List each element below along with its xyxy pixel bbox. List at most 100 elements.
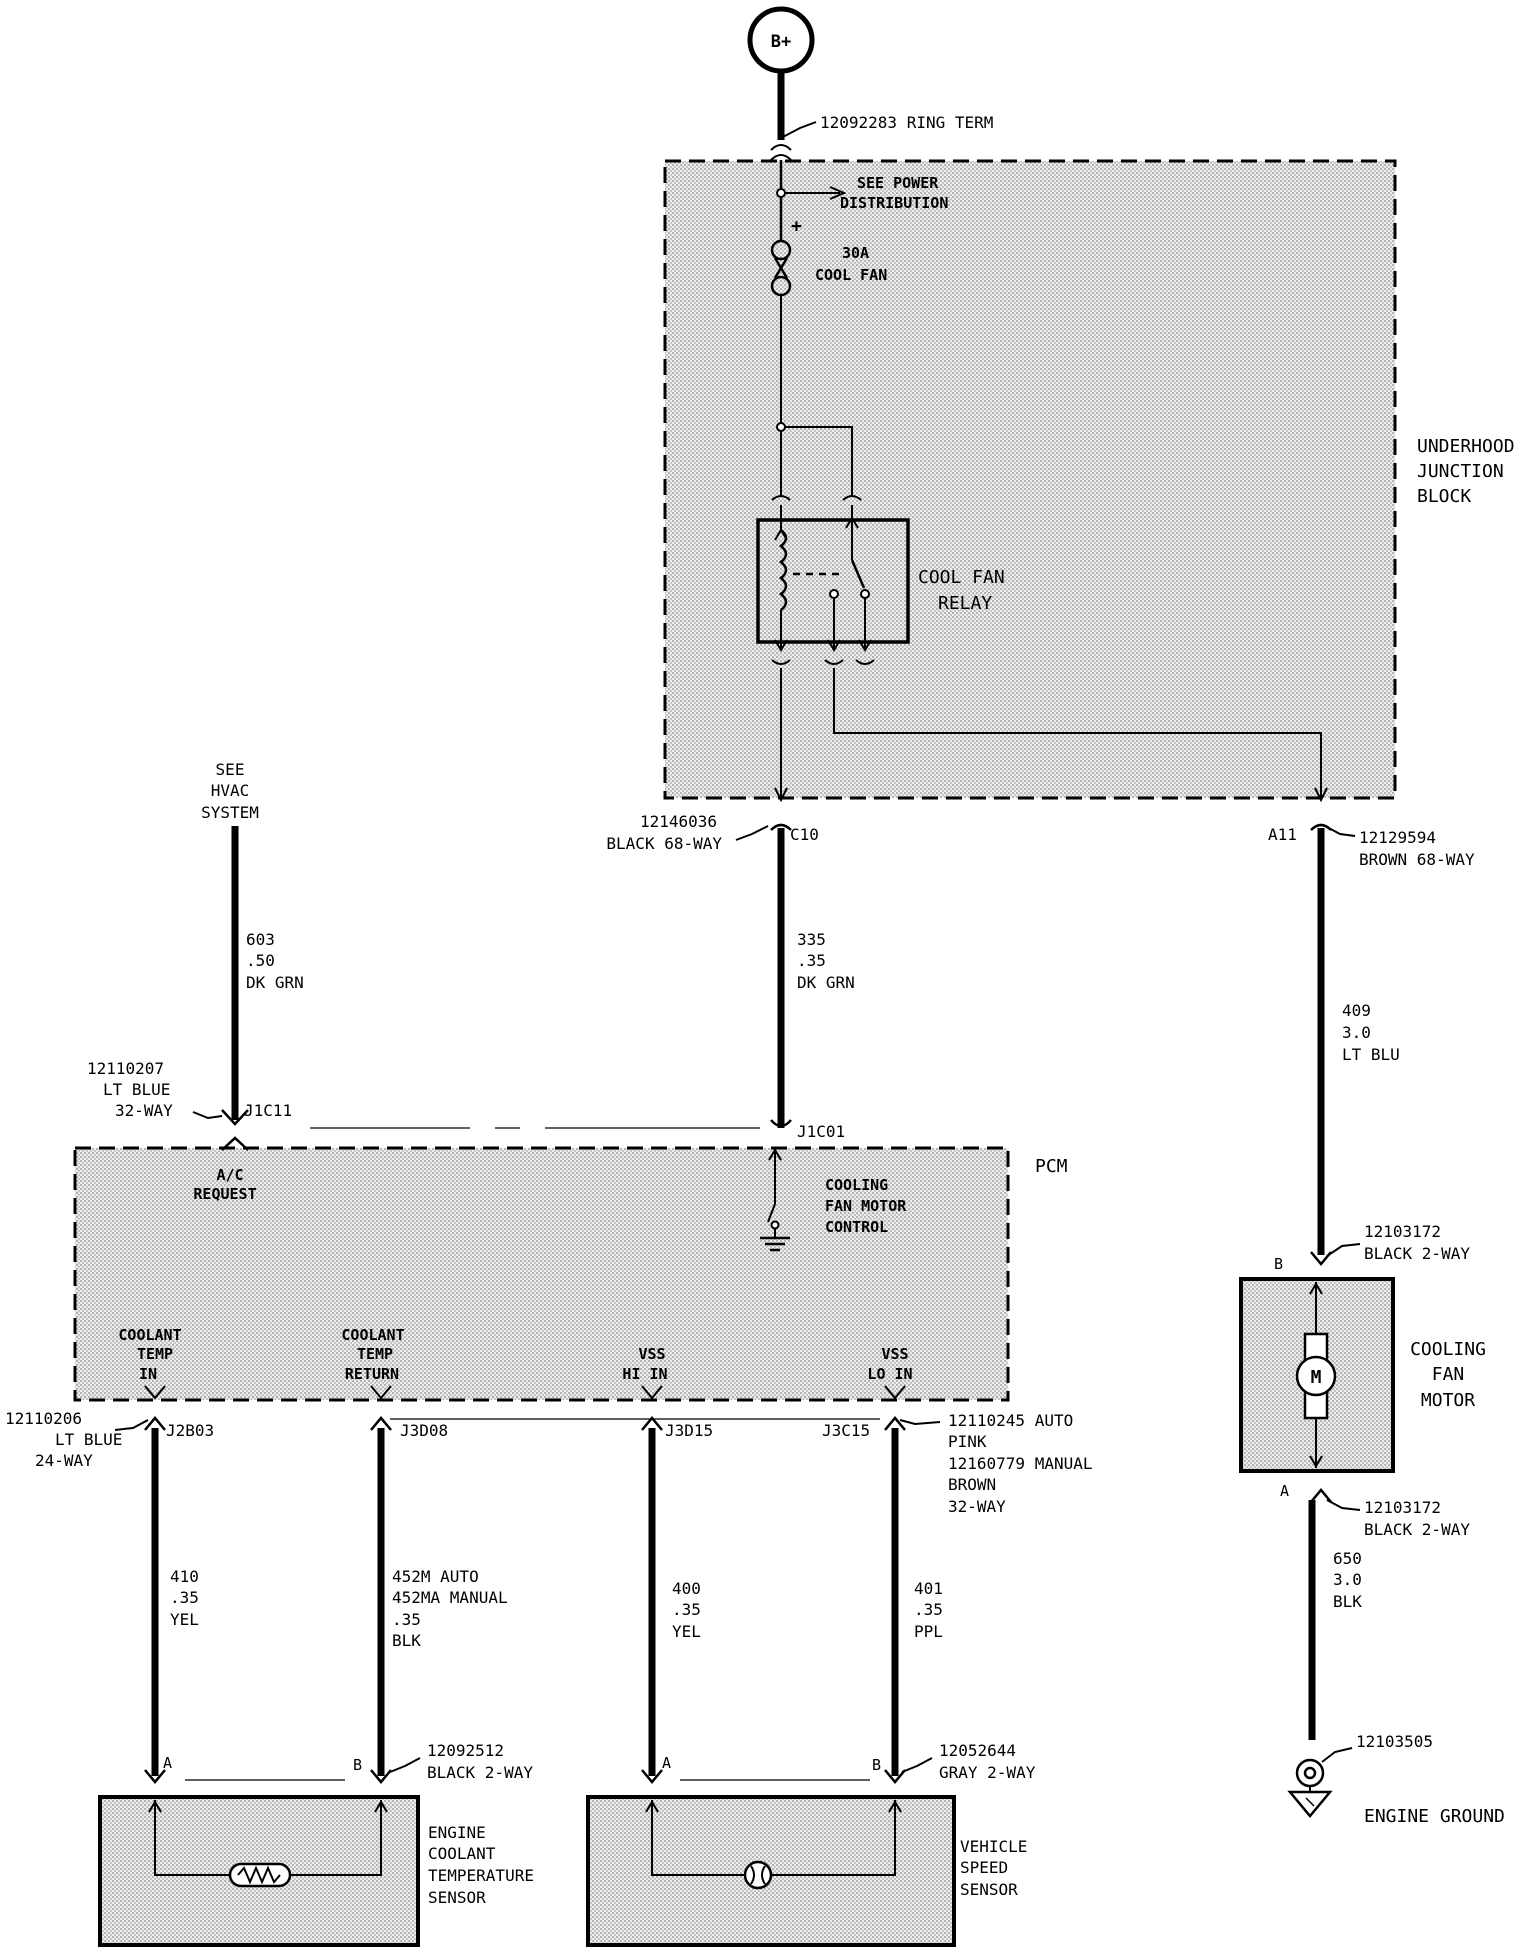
speed-sensor-coil-icon <box>743 1860 773 1890</box>
ct-in-2: TEMP <box>137 1345 173 1363</box>
cfm-control-2: FAN MOTOR <box>825 1197 907 1215</box>
vss-label-1: VEHICLE <box>960 1837 1027 1856</box>
wire-410-gauge: .35 <box>170 1588 199 1607</box>
j3d08-pin: J3D08 <box>400 1421 448 1440</box>
ect-pin-b: B <box>353 1756 362 1774</box>
wire-401-gauge: .35 <box>914 1600 943 1619</box>
motor-label-2: FAN <box>1432 1364 1465 1385</box>
j1c11-pin: J1C11 <box>244 1101 292 1120</box>
wire-410-color: YEL <box>170 1610 199 1629</box>
fuse-plus-sign: + <box>791 216 802 237</box>
wire-400-num: 400 <box>672 1579 701 1598</box>
vss-hi-1: VSS <box>638 1345 665 1363</box>
wire-409-gauge: 3.0 <box>1342 1023 1371 1042</box>
engine-coolant-temperature-sensor <box>98 1795 420 1947</box>
ct-ret-2: TEMP <box>357 1345 393 1363</box>
ct-in-3: IN <box>139 1365 157 1383</box>
see-power-2: DISTRIBUTION <box>840 194 948 212</box>
fuse-label-1: 30A <box>842 244 869 262</box>
battery-source: B+ <box>747 6 815 140</box>
wire-650-color: BLK <box>1333 1592 1362 1611</box>
wire-452-num: 452M AUTO <box>392 1567 479 1586</box>
motor-a-part-1: 12103172 <box>1364 1498 1441 1517</box>
ect-label-4: SENSOR <box>428 1888 486 1907</box>
ct-ret-3: RETURN <box>345 1365 399 1383</box>
vss-label-2: SPEED <box>960 1858 1008 1877</box>
motor-b-part-1: 12103172 <box>1364 1222 1441 1241</box>
pcm-module <box>73 1146 1010 1402</box>
engine-ground-icon <box>1287 1758 1333 1818</box>
cooling-fan-switch-icon <box>760 1148 790 1252</box>
a11-part-2: BROWN 68-WAY <box>1359 850 1475 869</box>
wire-603-num: 603 <box>246 930 275 949</box>
motor-symbol: M <box>1311 1367 1322 1388</box>
wire-603-gauge: .50 <box>246 951 275 970</box>
motor-pin-b: B <box>1274 1255 1283 1273</box>
relay-label-2: RELAY <box>938 593 992 614</box>
wire-452-gauge: .35 <box>392 1610 421 1629</box>
underhood-junction-block <box>663 159 1397 800</box>
wire-452-alt: 452MA MANUAL <box>392 1588 508 1607</box>
c10-part-1: 12146036 <box>640 812 717 831</box>
wire-401-num: 401 <box>914 1579 943 1598</box>
thermistor-icon <box>228 1862 292 1888</box>
see-power-1: SEE POWER <box>857 174 939 192</box>
wire-335-num: 335 <box>797 930 826 949</box>
vss-lo-1: VSS <box>881 1345 908 1363</box>
j1c-part-1: 12110207 <box>87 1059 164 1078</box>
a11-part-1: 12129594 <box>1359 828 1436 847</box>
vss-conn-1: 12052644 <box>939 1741 1016 1760</box>
j3-part-3: 12160779 MANUAL <box>948 1454 1093 1473</box>
engine-ground-label: ENGINE GROUND <box>1364 1806 1505 1827</box>
j1c-part-3: 32-WAY <box>115 1101 173 1120</box>
fuse-label-2: COOL FAN <box>815 266 887 284</box>
j1c01-pin: J1C01 <box>797 1122 845 1141</box>
motor-label-1: COOLING <box>1410 1339 1486 1360</box>
ect-conn-2: BLACK 2-WAY <box>427 1763 533 1782</box>
cfm-control-3: CONTROL <box>825 1218 888 1236</box>
wire-452-color: BLK <box>392 1631 421 1650</box>
j3-part-4: BROWN <box>948 1475 996 1494</box>
wire-410-num: 410 <box>170 1567 199 1586</box>
junction-block-title-2: JUNCTION <box>1417 461 1504 482</box>
ct-in-1: COOLANT <box>118 1326 181 1344</box>
ect-label-2: COOLANT <box>428 1844 496 1863</box>
vss-label-3: SENSOR <box>960 1880 1018 1899</box>
ect-pin-a: A <box>163 1754 172 1772</box>
wire-335-color: DK GRN <box>797 973 855 992</box>
hvac-3: SYSTEM <box>201 803 259 822</box>
vss-conn-2: GRAY 2-WAY <box>939 1763 1036 1782</box>
wire-400-color: YEL <box>672 1622 701 1641</box>
wire-650-num: 650 <box>1333 1549 1362 1568</box>
wire-400-gauge: .35 <box>672 1600 701 1619</box>
ct-ret-1: COOLANT <box>341 1326 404 1344</box>
vss-hi-2: HI IN <box>622 1365 667 1383</box>
ect-conn-1: 12092512 <box>427 1741 504 1760</box>
j3c15-pin: J3C15 <box>822 1421 870 1440</box>
wire-335-gauge: .35 <box>797 951 826 970</box>
ring-term-label: 12092283 RING TERM <box>820 113 993 132</box>
vss-lo-2: LO IN <box>867 1365 912 1383</box>
ect-label-1: ENGINE <box>428 1823 486 1842</box>
c10-part-2: BLACK 68-WAY <box>606 834 722 853</box>
relay-label-1: COOL FAN <box>918 567 1005 588</box>
motor-label-3: MOTOR <box>1421 1390 1475 1411</box>
junction-block-title-3: BLOCK <box>1417 486 1471 507</box>
battery-label: B+ <box>771 32 791 52</box>
pcm-title: PCM <box>1035 1156 1068 1177</box>
wire-650-gauge: 3.0 <box>1333 1570 1362 1589</box>
j2-part-1: 12110206 <box>5 1409 82 1428</box>
j3-part-5: 32-WAY <box>948 1497 1006 1516</box>
relay-switch-icon <box>827 505 872 652</box>
a11-pin: A11 <box>1268 825 1297 844</box>
motor-b-part-2: BLACK 2-WAY <box>1364 1244 1470 1263</box>
j3d15-pin: J3D15 <box>665 1421 713 1440</box>
cfm-control-1: COOLING <box>825 1176 888 1194</box>
j3-part-1: 12110245 AUTO <box>948 1411 1073 1430</box>
j2-part-3: 24-WAY <box>35 1451 93 1470</box>
wire-409-num: 409 <box>1342 1001 1371 1020</box>
ac-request-2: REQUEST <box>193 1185 256 1203</box>
wire-401-color: PPL <box>914 1622 943 1641</box>
j1c-part-2: LT BLUE <box>103 1080 170 1099</box>
